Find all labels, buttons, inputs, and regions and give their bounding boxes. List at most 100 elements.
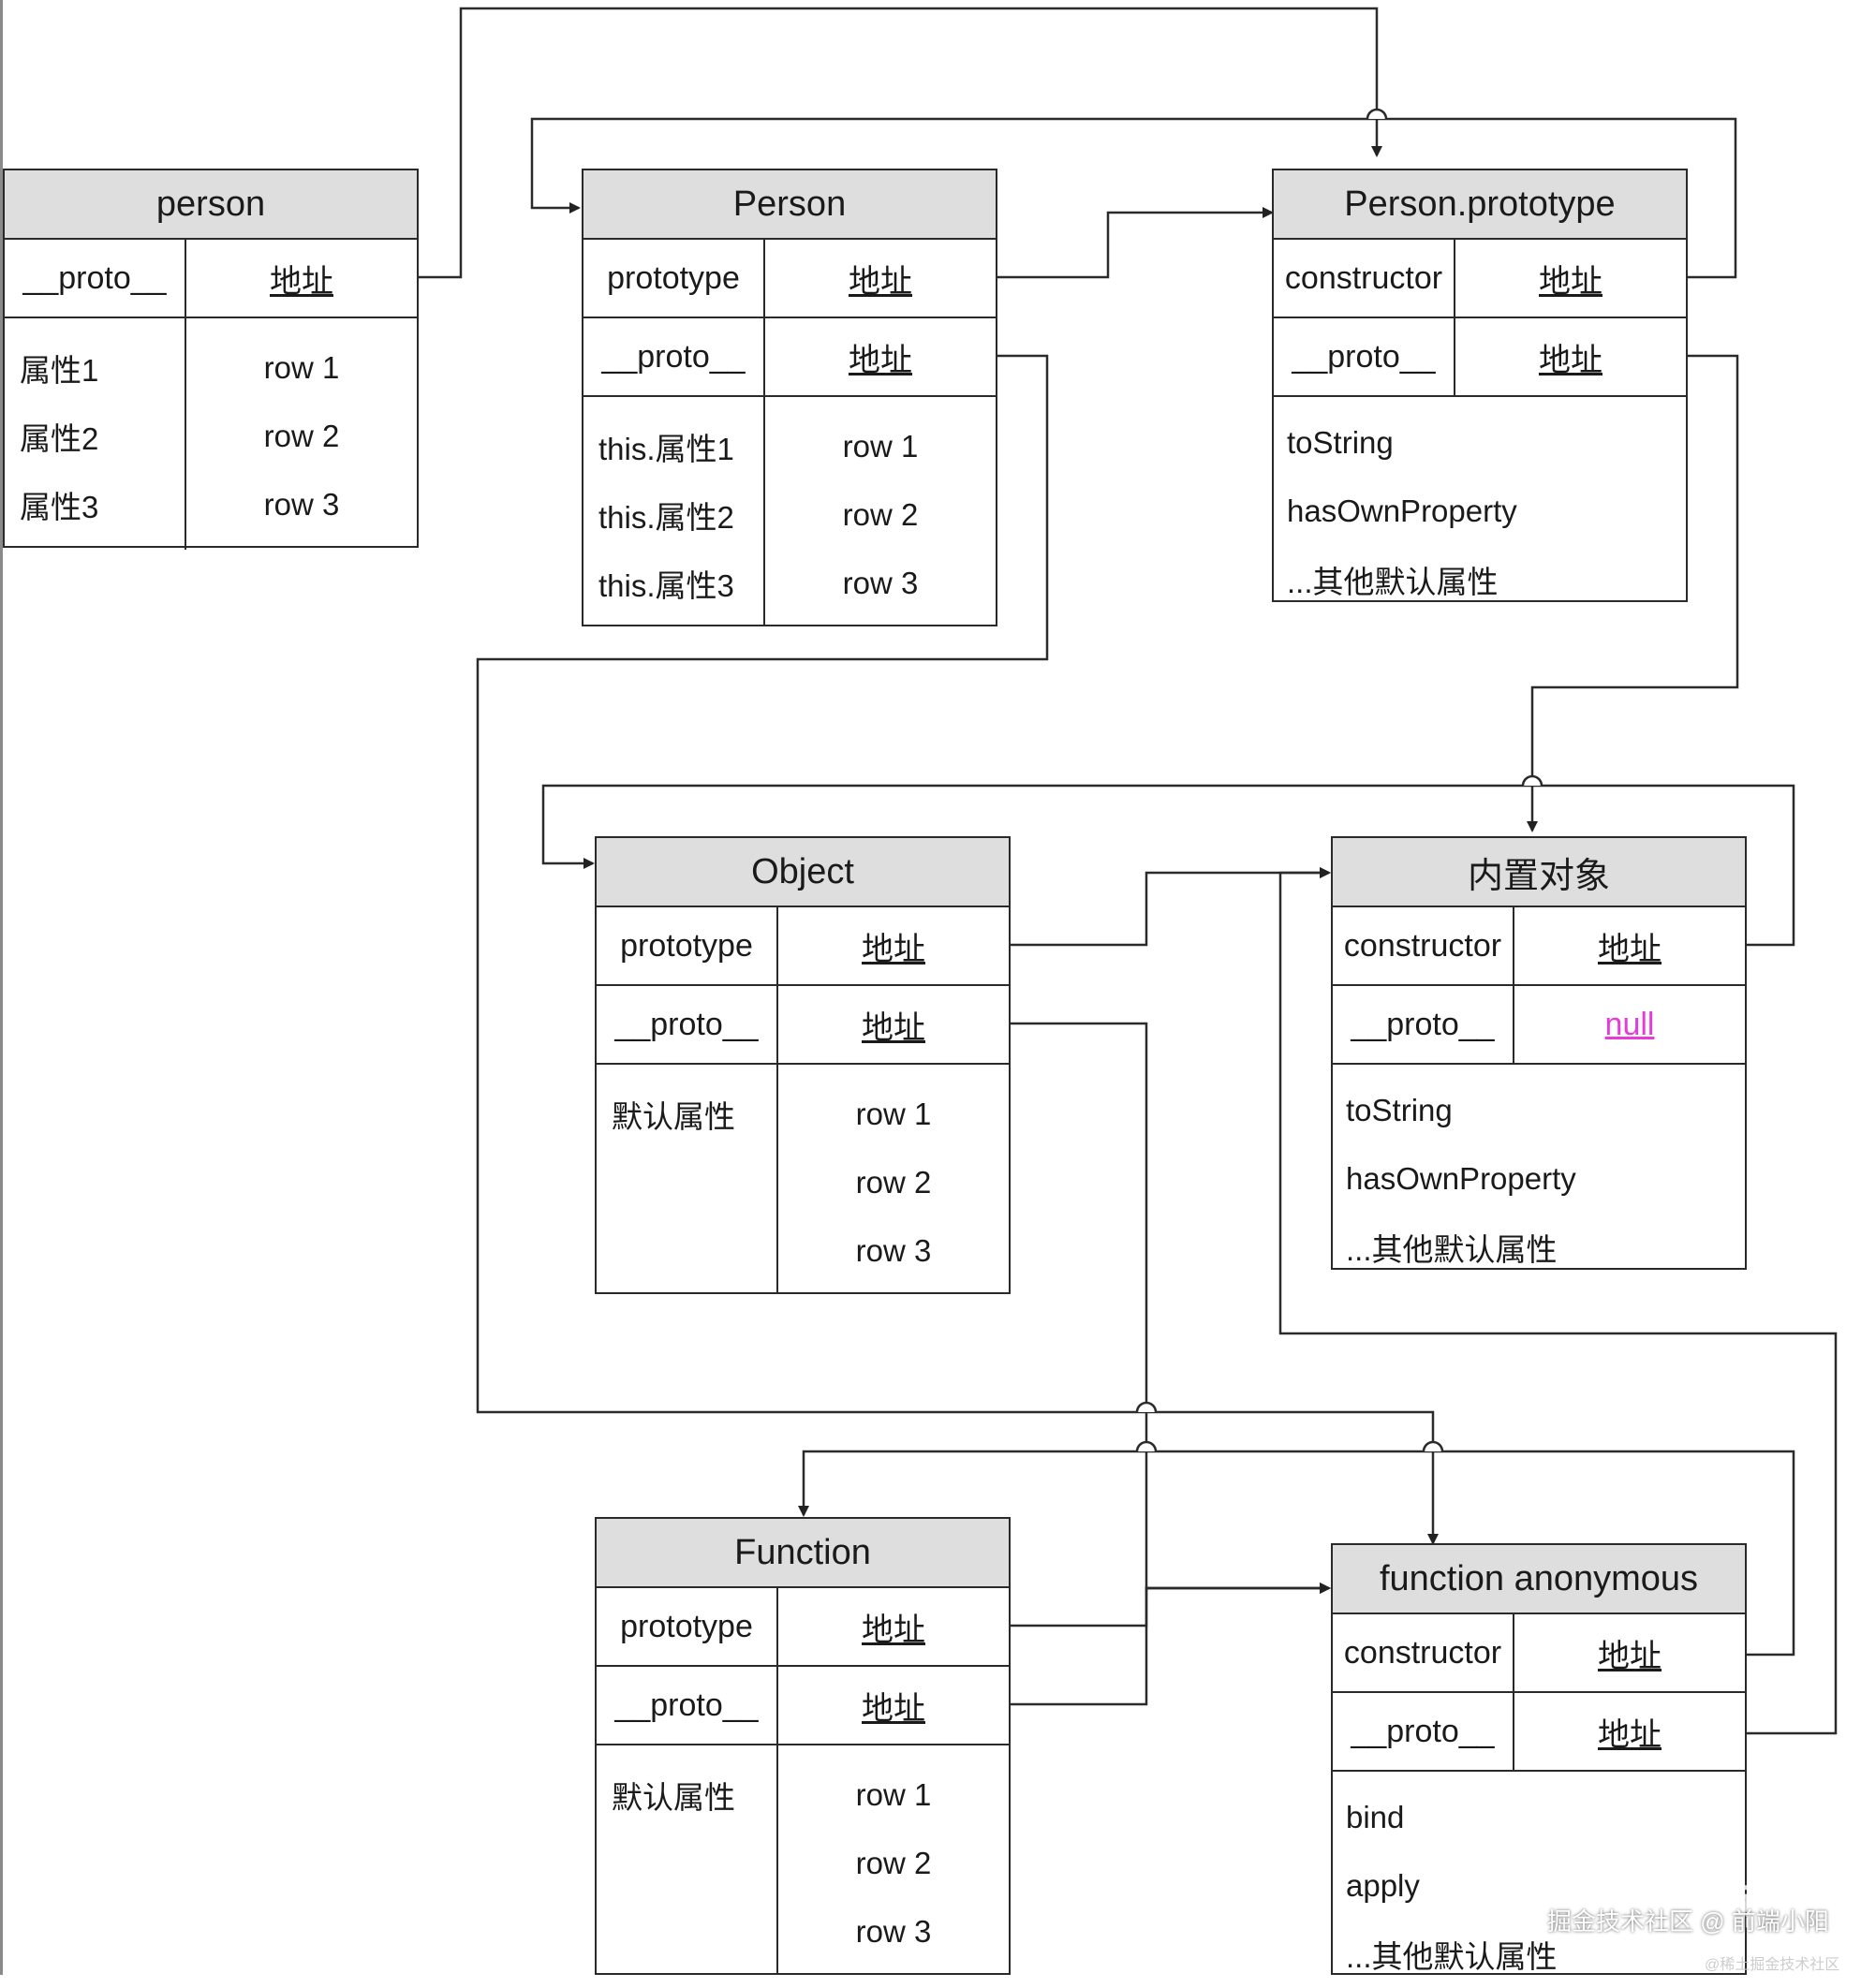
box-Function: Function prototype 地址 __proto__ 地址 默认属性 … bbox=[595, 1517, 1011, 1975]
box-title: Person.prototype bbox=[1274, 170, 1686, 240]
proto-null-value: null bbox=[1604, 1006, 1655, 1042]
proto-row: __proto__ 地址 bbox=[597, 986, 1009, 1065]
constructor-address: 地址 bbox=[1539, 263, 1603, 300]
constructor-key: constructor bbox=[1333, 907, 1514, 984]
prop-val: row 2 bbox=[855, 1845, 932, 1880]
prototype-row: prototype 地址 bbox=[583, 240, 996, 318]
wire-hop-3 bbox=[1135, 1401, 1158, 1413]
proto-key: __proto__ bbox=[597, 986, 778, 1063]
prop-val: row 1 bbox=[855, 1096, 932, 1131]
box-title: Function bbox=[597, 1519, 1009, 1588]
list-item: hasOwnProperty bbox=[1346, 1160, 1576, 1196]
proto-address: 地址 bbox=[849, 342, 912, 378]
wire-hop-1 bbox=[1366, 108, 1388, 120]
arrow-Object-prototype-to-builtin bbox=[955, 867, 1331, 947]
props-list: toString hasOwnProperty ...其他默认属性 bbox=[1333, 1065, 1745, 1281]
constructor-row: constructor 地址 bbox=[1274, 240, 1686, 318]
box-title: 内置对象 bbox=[1333, 838, 1745, 907]
prototype-row: prototype 地址 bbox=[597, 1588, 1009, 1667]
props-list: bind apply ...其他默认属性 bbox=[1333, 1772, 1745, 1988]
props-section: 默认属性 row 1 row 2 row 3 bbox=[597, 1745, 1009, 1975]
arrow-Function-prototype-to-function-anonymous bbox=[955, 1583, 1331, 1627]
proto-row: __proto__ 地址 bbox=[597, 1667, 1009, 1745]
box-Person-constructor: Person prototype 地址 __proto__ 地址 this.属性… bbox=[582, 169, 997, 626]
proto-row: __proto__ 地址 bbox=[5, 240, 417, 318]
constructor-address: 地址 bbox=[1598, 1638, 1662, 1674]
proto-key: __proto__ bbox=[1333, 986, 1514, 1063]
props-section: this.属性1 this.属性2 this.属性3 row 1 row 2 r… bbox=[583, 397, 996, 626]
proto-row: __proto__ 地址 bbox=[1333, 1693, 1745, 1772]
constructor-row: constructor 地址 bbox=[1333, 1614, 1745, 1693]
proto-address: 地址 bbox=[862, 1009, 925, 1046]
list-item: toString bbox=[1346, 1092, 1453, 1127]
prop-val: row 1 bbox=[842, 428, 919, 464]
left-edge-divider bbox=[0, 0, 3, 1975]
prototype-address: 地址 bbox=[849, 263, 912, 300]
list-item: bind bbox=[1346, 1799, 1405, 1834]
list-item: toString bbox=[1287, 424, 1394, 460]
prop-key: this.属性1 bbox=[598, 431, 734, 466]
box-title: Object bbox=[597, 838, 1009, 907]
credit-watermark: 掘金技术社区 @ 前端小阳 bbox=[1547, 1907, 1829, 1936]
wire-hop-2 bbox=[1521, 774, 1543, 787]
box-person-prototype: Person.prototype constructor 地址 __proto_… bbox=[1272, 169, 1688, 602]
prop-val: row 3 bbox=[263, 486, 340, 522]
proto-address: 地址 bbox=[1598, 1716, 1662, 1753]
proto-address: 地址 bbox=[862, 1690, 925, 1727]
prototype-key: prototype bbox=[583, 240, 765, 317]
props-section: 默认属性 row 1 row 2 row 3 bbox=[597, 1065, 1009, 1294]
box-title: Person bbox=[583, 170, 996, 240]
arrow-builtin-constructor-to-Object bbox=[541, 784, 1795, 947]
props-section: 属性1 属性2 属性3 row 1 row 2 row 3 bbox=[5, 318, 417, 550]
prop-key: 默认属性 bbox=[612, 1779, 735, 1815]
proto-key: __proto__ bbox=[5, 240, 186, 317]
proto-row: __proto__ null bbox=[1333, 986, 1745, 1065]
proto-key: __proto__ bbox=[1274, 318, 1455, 395]
prototype-address: 地址 bbox=[862, 1612, 925, 1648]
prop-val: row 3 bbox=[855, 1232, 932, 1268]
props-list: toString hasOwnProperty ...其他默认属性 bbox=[1274, 397, 1686, 613]
prop-key: 属性1 bbox=[20, 352, 99, 388]
arrow-function-anonymous-proto-to-builtin bbox=[1278, 867, 1838, 1735]
wire-hop-4 bbox=[1135, 1440, 1158, 1452]
prototype-key: prototype bbox=[597, 907, 778, 984]
prop-val: row 2 bbox=[842, 496, 919, 532]
ai-generated-watermark: 豆包AI生成 bbox=[1547, 1876, 1774, 1924]
box-title: person bbox=[5, 170, 417, 240]
proto-address: 地址 bbox=[1539, 342, 1603, 378]
list-item: hasOwnProperty bbox=[1287, 493, 1517, 528]
prop-key: 属性2 bbox=[20, 420, 99, 456]
site-watermark: @稀土掘金技术社区 bbox=[1705, 1957, 1840, 1973]
box-title: function anonymous bbox=[1333, 1545, 1745, 1614]
proto-key: __proto__ bbox=[583, 318, 765, 395]
prop-val: row 3 bbox=[842, 565, 919, 600]
list-item: apply bbox=[1346, 1867, 1420, 1903]
arrow-person-prototype-constructor-to-Person bbox=[530, 117, 1737, 279]
prop-val: row 2 bbox=[263, 418, 340, 453]
list-item: ...其他默认属性 bbox=[1346, 1938, 1558, 1974]
prototype-key: prototype bbox=[597, 1588, 778, 1665]
prop-key: this.属性3 bbox=[598, 567, 734, 603]
prop-key: 默认属性 bbox=[612, 1098, 735, 1134]
proto-key: __proto__ bbox=[597, 1667, 778, 1744]
prop-val: row 3 bbox=[855, 1913, 932, 1949]
arrow-Object-proto-to-function-anonymous bbox=[955, 1022, 1331, 1594]
arrow-person-proto-to-person-prototype bbox=[365, 7, 1382, 279]
box-builtin-object: 内置对象 constructor 地址 __proto__ null toStr… bbox=[1331, 836, 1747, 1270]
box-person: person __proto__ 地址 属性1 属性2 属性3 row 1 ro… bbox=[3, 169, 419, 550]
prop-val: row 2 bbox=[855, 1164, 932, 1200]
constructor-key: constructor bbox=[1274, 240, 1455, 317]
proto-address: 地址 bbox=[270, 263, 333, 300]
prop-val: row 1 bbox=[855, 1776, 932, 1812]
arrow-Person-prototype-to-person-prototype bbox=[941, 207, 1274, 279]
arrow-Person-proto-to-function-anonymous bbox=[476, 354, 1439, 1545]
constructor-row: constructor 地址 bbox=[1333, 907, 1745, 986]
arrow-person-prototype-proto-to-builtin bbox=[1527, 354, 1739, 832]
proto-key: __proto__ bbox=[1333, 1693, 1514, 1770]
proto-row: __proto__ 地址 bbox=[583, 318, 996, 397]
box-Object: Object prototype 地址 __proto__ 地址 默认属性 ro… bbox=[595, 836, 1011, 1294]
constructor-key: constructor bbox=[1333, 1614, 1514, 1691]
arrow-function-anonymous-constructor-to-Function bbox=[798, 1450, 1795, 1657]
constructor-address: 地址 bbox=[1598, 931, 1662, 967]
